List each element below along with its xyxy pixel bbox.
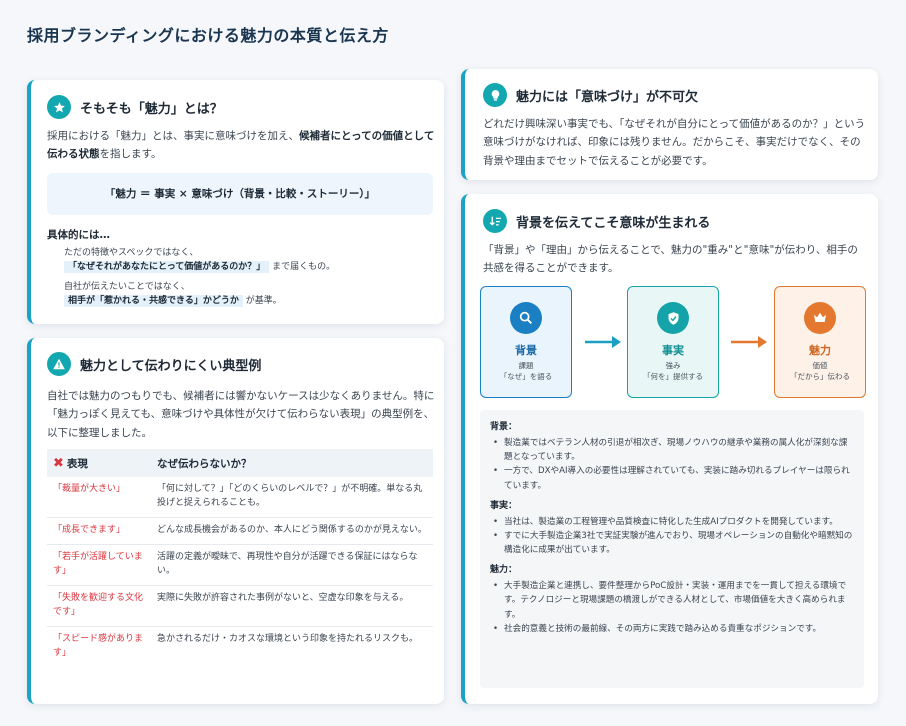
table-row: 「失敗を歓迎する文化です」 実際に失敗が許容された事例がないと、空虚な印象を与え… [47,585,433,627]
list-item: すでに大手製造企業3社で実証実験が進んでおり、現場オペレーションの自動化や暗黙知… [490,529,854,557]
table-header-row: ✖表現 なぜ伝わらないか？ [47,449,433,477]
point1-highlight: 「なぜそれがあなたにとって価値があるのか？」 [64,261,270,273]
point2-suffix: が基準。 [245,296,282,306]
flow-sub1: 価値 [812,361,828,370]
card-header: 魅力には「意味づけ」が不可欠 [483,83,698,107]
list-item: 当社は、製造業の工程管理や品質検査に特化した生成AIプロダクトを開発しています。 [490,515,854,529]
card-typical-examples: 魅力として伝わりにくい典型例 自社では魅力のつもりでも、候補者には響かないケース… [27,338,444,704]
card-title: 背景を伝えてこそ意味が生まれる [516,215,711,231]
reason-cell: 「何に対して？」「どのくらいのレベルで？」が不明確。単なる丸投げと捉えられること… [151,477,433,518]
card-body: どれだけ興味深い事実でも、「なぜそれが自分にとって価値があるのか？」という意味づ… [483,118,866,167]
table-row: 「若手が活躍しています」 活躍の定義が曖昧で、再現性や自分が活躍できる保証にはな… [47,544,433,586]
intro-text: 採用における「魅力」とは、事実に意味づけを加え、 [47,130,299,142]
expression-cell: 「成長できます」 [47,517,151,545]
crown-icon [804,302,836,334]
card-header: 魅力として伝わりにくい典型例 [47,352,261,376]
table-row: 「裁量が大きい」 「何に対して？」「どのくらいのレベルで？」が不明確。単なる丸投… [47,477,433,518]
flow-step-appeal: 魅力 価値 「だから」伝わる [774,286,866,398]
formula-box: 「魅力 ＝ 事実 × 意味づけ（背景・比較・ストーリー）」 [47,173,433,215]
reason-cell: 急かされるだけ・カオスな環境という印象を持たれるリスクも。 [157,633,419,644]
page-title: 採用ブランディングにおける魅力の本質と伝え方 [27,26,389,45]
card-title: そもそも「魅力」とは？ [80,101,223,117]
list-item: 大手製造企業と連携し、要件整理からPoC設計・実装・運用までを一貫して担える環境… [490,579,854,622]
column-header-reason: なぜ伝わらないか？ [151,449,433,477]
reason-cell: 実際に失敗が許容された事例がないと、空虚な印象を与える。 [151,585,433,627]
card-background-meaning: 背景を伝えてこそ意味が生まれる 「背景」や「理由」から伝えることで、魅力の"重み… [461,194,878,704]
point1-line: ただの特徴やスペックではなく、 [64,248,199,258]
detail-panel: 背景： 製造業ではベテラン人材の引退が相次ぎ、現場ノウハウの継承や業務の属人化が… [480,410,864,688]
examples-table: ✖表現 なぜ伝わらないか？ 「裁量が大きい」 「何に対して？」「どのくらいのレベ… [47,449,433,666]
detail-list: 当社は、製造業の工程管理や品質検査に特化した生成AIプロダクトを開発しています。… [490,515,854,558]
flow-sub1: 課題 [518,361,534,370]
point2: 相手が「惹かれる・共感できる」かどうか が基準。 [64,295,282,309]
point2-highlight: 相手が「惹かれる・共感できる」かどうか [64,295,243,307]
arrow-right-icon [731,336,767,348]
reason-cell: 活躍の定義が曖昧で、再現性や自分が活躍できる保証にはならない。 [151,544,433,586]
list-item: 社会的意義と技術の最前線、その両方に実践で踏み込める貴重なポジションです。 [490,622,854,636]
expression-cell: 「裁量が大きい」 [47,477,151,518]
search-icon [510,302,542,334]
table-row: 「スピード感があります」 急かされるだけ・カオスな環境という印象を持たれるリスク… [47,626,433,666]
card-intro: 採用における「魅力」とは、事実に意味づけを加え、候補者にとっての価値として伝わる… [47,127,437,164]
detail-list: 製造業ではベテラン人材の引退が相次ぎ、現場ノウハウの継承や業務の属人化が深刻な課… [490,436,854,493]
point2-line: 自社が伝えたいことではなく、 [64,282,190,292]
warning-icon [47,352,71,376]
examples-table-wrap: ✖表現 なぜ伝わらないか？ 「裁量が大きい」 「何に対して？」「どのくらいのレベ… [47,449,433,666]
flow-label: 事実 [662,344,684,357]
shield-check-icon [657,302,689,334]
point1: 「なぜそれがあなたにとって価値があるのか？」 まで届くもの。 [64,261,335,275]
card-header: 背景を伝えてこそ意味が生まれる [483,209,710,233]
flow-sub1: 強み [665,361,681,370]
arrow-right-icon [585,336,621,348]
table-row: 「成長できます」 どんな成長機会があるのか、本人にどう関係するのかが見えない。 [47,517,433,545]
column-header-expression: ✖表現 [47,449,151,477]
list-item: 一方で、DXやAI導入の必要性は理解されていても、実装に踏み切れるプレイヤーは限… [490,464,854,492]
expression-cell: 「若手が活躍しています」 [47,544,151,586]
header-label: 表現 [66,457,88,470]
reason-cell: どんな成長機会があるのか、本人にどう関係するのかが見えない。 [151,517,433,545]
cross-icon: ✖ [53,455,64,471]
flow-label: 魅力 [809,344,831,357]
detail-heading: 事実： [490,500,518,511]
expression-cell: 「失敗を歓迎する文化です」 [47,585,151,627]
flow-label: 背景 [515,344,537,357]
sort-icon [483,209,507,233]
intro-bold: 候補者にとっての価値として伝わる状態 [47,130,435,161]
card-what-is-appeal: そもそも「魅力」とは？ 採用における「魅力」とは、事実に意味づけを加え、候補者に… [27,80,444,324]
card-title: 魅力として伝わりにくい典型例 [80,358,262,374]
card-intro: 自社では魅力のつもりでも、候補者には響かないケースは少なくありません。特に「魅力… [47,390,435,439]
card-title: 魅力には「意味づけ」が不可欠 [516,89,699,105]
point1-suffix: まで届くもの。 [272,262,336,272]
star-icon [47,95,71,119]
flow-step-background: 背景 課題 「なぜ」を語る [480,286,572,398]
card-header: そもそも「魅力」とは？ [47,95,223,119]
specifics-heading: 具体的には… [47,229,110,241]
detail-heading: 背景： [490,422,518,432]
flow-sub2: 「だから」伝わる [790,371,850,381]
card-intro: 「背景」や「理由」から伝えることで、魅力の"重み"と"意味"が伝わり、相手の共感… [483,244,858,275]
expression-cell: 「スピード感があります」 [53,633,144,658]
detail-list: 大手製造企業と連携し、要件整理からPoC設計・実装・運用までを一貫して担える環境… [490,579,854,636]
lightbulb-icon [483,83,507,107]
detail-heading: 魅力： [490,565,518,576]
flow-sub2: 「何を」提供する [643,371,703,381]
list-item: 製造業ではベテラン人材の引退が相次ぎ、現場ノウハウの継承や業務の属人化が深刻な課… [490,436,854,464]
flow-sub2: 「なぜ」を語る [499,371,553,381]
intro-text-end: を指します。 [99,148,162,161]
flow-step-fact: 事実 強み 「何を」提供する [627,286,719,398]
card-meaning-essential: 魅力には「意味づけ」が不可欠 どれだけ興味深い事実でも、「なぜそれが自分にとって… [461,69,878,180]
